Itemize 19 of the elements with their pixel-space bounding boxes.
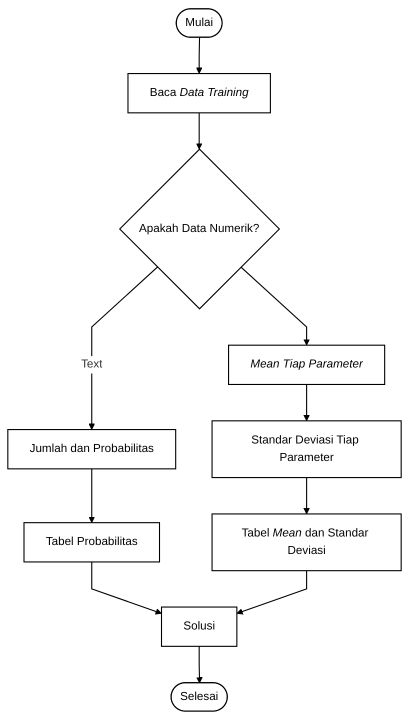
node-diamond: Apakah Data Numerik? [118,148,280,310]
edge-label: Text [81,358,102,371]
arrow [236,570,308,615]
node-box: Baca Data Training [127,73,271,114]
node-box: Standar Deviasi Tiap Parameter [212,420,402,478]
arrow [88,266,158,430]
arrow [88,468,95,523]
node-box: Tabel Probabilitas [23,522,160,563]
node-box: Solusi [160,606,238,647]
arrow [196,112,202,150]
node-box: Tabel Mean dan Standar Deviasi [212,513,402,572]
arrow [91,562,162,615]
arrow [240,266,310,346]
arrow [196,38,202,74]
arrow [303,478,310,514]
arrow [196,646,203,684]
node-box: Jumlah dan Probabilitas [7,429,176,470]
node-box: Mean Tiap Parameter [228,344,386,386]
arrow [303,384,310,422]
